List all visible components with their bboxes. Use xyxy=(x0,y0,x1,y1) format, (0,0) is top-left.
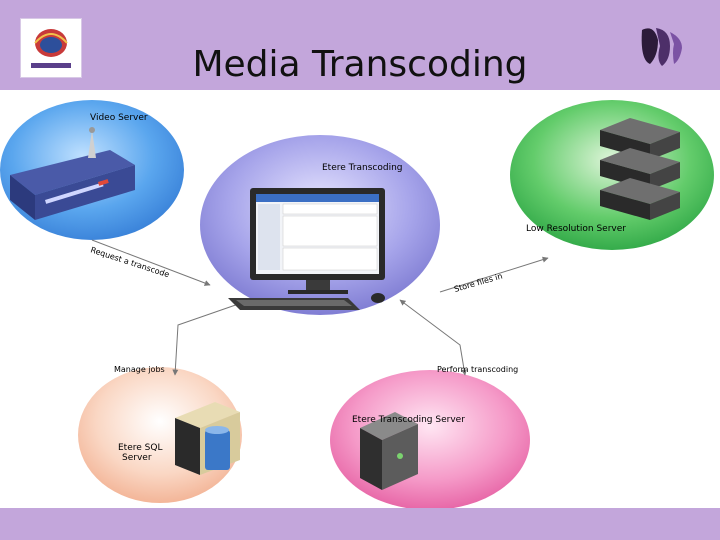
mouse-icon xyxy=(371,293,385,303)
perform-edge xyxy=(399,299,468,376)
transcoding-center-label: Etere Transcoding xyxy=(322,163,403,173)
workstation-monitor-icon xyxy=(250,188,385,294)
request-edge xyxy=(91,239,211,286)
transcoding-server-label: Etere Transcoding Server xyxy=(352,415,465,425)
footer-band xyxy=(0,508,720,540)
server-rack-icon xyxy=(600,118,680,220)
video-server-label: Video Server xyxy=(90,113,148,123)
slide-title: Media Transcoding xyxy=(192,44,528,85)
sql-server-label-line1: Etere SQL xyxy=(118,443,162,453)
request-edge-label: Request a transcode xyxy=(89,245,170,279)
video-server-device-icon xyxy=(10,127,135,220)
brand-logo xyxy=(636,20,692,70)
low-res-server-label: Low Resolution Server xyxy=(526,224,626,234)
manage-edge-label: Manage jobs xyxy=(114,365,165,374)
store-edge-label: Store files in xyxy=(453,272,503,294)
diagram-area: Video Server Etere Transcoding Low Resol… xyxy=(0,90,720,510)
manage-edge xyxy=(172,298,251,376)
sql-server-icon xyxy=(175,402,240,475)
perform-edge-label: Perform transcoding xyxy=(437,365,518,374)
header-band xyxy=(0,0,720,90)
keyboard-icon xyxy=(228,298,360,310)
organization-logo xyxy=(20,18,82,78)
store-edge xyxy=(439,256,549,293)
transcoding-server-icon xyxy=(360,412,418,490)
sql-server-label-line2: Server xyxy=(122,453,152,463)
transcoding-diagram: Video Server Etere Transcoding Low Resol… xyxy=(0,100,714,510)
